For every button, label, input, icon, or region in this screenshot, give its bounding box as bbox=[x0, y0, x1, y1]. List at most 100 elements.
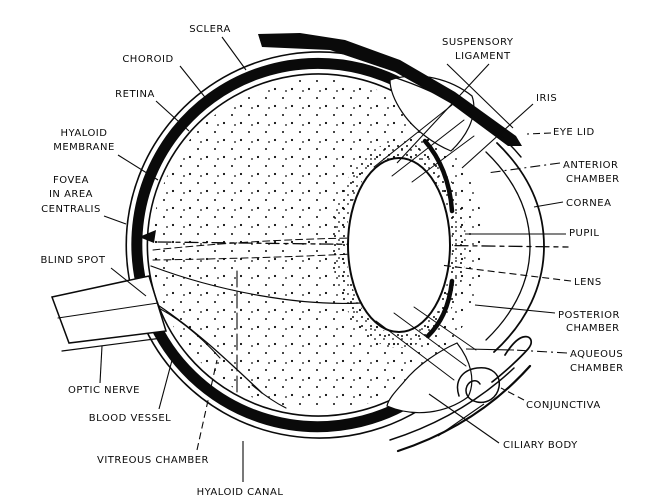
blood-vessel-path bbox=[149, 299, 263, 394]
callout-hyaloid-canal: HYALOID CANAL bbox=[197, 441, 284, 498]
label-suspensory-1: SUSPENSORY bbox=[442, 37, 514, 48]
callout-blind-spot: BLIND SPOT bbox=[40, 255, 147, 297]
label-sclera: SCLERA bbox=[189, 24, 231, 35]
label-anterior-chamber-2: CHAMBER bbox=[566, 174, 620, 185]
vitreous-chamber-leader bbox=[196, 359, 218, 451]
callout-blood-vessel: BLOOD VESSEL bbox=[89, 348, 176, 424]
cornea-leader bbox=[533, 201, 564, 208]
conjunctiva-leader bbox=[500, 387, 525, 401]
label-posterior-chamber-1: POSTERIOR bbox=[558, 310, 620, 321]
retina-leader bbox=[155, 100, 190, 132]
blood-vessel-leader bbox=[158, 348, 176, 410]
iris-lower-leaflet bbox=[425, 278, 455, 339]
sclera-leader bbox=[221, 36, 247, 71]
label-aqueous-chamber-2: CHAMBER bbox=[570, 363, 624, 374]
optic-nerve-underlay bbox=[52, 276, 166, 343]
optic-nerve-leader bbox=[99, 345, 103, 384]
optic-nerve-inner-line bbox=[57, 302, 159, 319]
callout-posterior-chamber: POSTERIOR CHAMBER bbox=[474, 304, 620, 334]
label-aqueous-chamber-1: AQUEOUS bbox=[570, 349, 623, 360]
iris-upper-leaflet bbox=[422, 138, 455, 214]
retina-outline bbox=[146, 73, 410, 417]
upper-eyelid bbox=[258, 33, 522, 146]
aqueous-chamber-pointer bbox=[465, 348, 515, 351]
blood-vessel-tip bbox=[251, 384, 287, 409]
ciliary-body-lower bbox=[386, 342, 473, 414]
callout-ciliary-body: CILIARY BODY bbox=[428, 393, 578, 451]
hyaloid-membrane-leader bbox=[117, 154, 159, 181]
aqueous-chamber-leader bbox=[513, 349, 568, 354]
callout-hyaloid-membrane: HYALOID MEMBRANE bbox=[53, 128, 159, 181]
ciliary-body-cross-line bbox=[437, 403, 485, 437]
label-fovea-1: FOVEA bbox=[53, 175, 89, 186]
label-eye-lid: EYE LID bbox=[553, 127, 595, 138]
blind-spot-leader bbox=[110, 267, 147, 297]
lower-eyelid-inner-line bbox=[389, 367, 515, 441]
suspensory-fiber-bottom-1 bbox=[375, 320, 455, 381]
callout-eye-lid: EYE LID bbox=[526, 127, 595, 138]
label-hyaloid-membrane-1: HYALOID bbox=[61, 128, 108, 139]
eye-lid-leader bbox=[526, 132, 552, 135]
label-fovea-3: CENTRALIS bbox=[41, 204, 101, 215]
label-cornea: CORNEA bbox=[566, 198, 611, 209]
lower-eyelid-hook bbox=[491, 335, 533, 383]
label-posterior-chamber-2: CHAMBER bbox=[566, 323, 620, 334]
ciliary-body-upper bbox=[389, 75, 475, 152]
upper-eyelid-inner-line bbox=[389, 75, 522, 158]
label-fovea-2: IN AREA bbox=[49, 189, 93, 200]
callout-retina: RETINA bbox=[115, 89, 190, 132]
callout-suspensory-ligament: SUSPENSORY LIGAMENT bbox=[396, 37, 514, 164]
label-hyaloid-membrane-2: MEMBRANE bbox=[53, 142, 115, 153]
label-blood-vessel: BLOOD VESSEL bbox=[89, 413, 171, 424]
callout-iris: IRIS bbox=[461, 93, 557, 169]
hyaloid-canal-lower-dash bbox=[152, 253, 353, 261]
callout-optic-nerve: OPTIC NERVE bbox=[68, 345, 140, 396]
label-ciliary-body: CILIARY BODY bbox=[503, 440, 578, 451]
suspensory-fiber-top-3 bbox=[411, 135, 475, 183]
label-choroid: CHOROID bbox=[122, 54, 173, 65]
choroid-leader bbox=[179, 65, 209, 102]
label-lens: LENS bbox=[574, 277, 602, 288]
sclera-outline bbox=[125, 51, 422, 439]
fovea-arrow bbox=[139, 230, 156, 243]
label-optic-nerve: OPTIC NERVE bbox=[68, 385, 140, 396]
suspensory-fiber-top-1 bbox=[373, 104, 453, 168]
suspensory-leader-b bbox=[396, 63, 490, 164]
optical-axis-line bbox=[157, 241, 569, 248]
choroid-band-upper bbox=[131, 57, 415, 289]
callout-pupil: PUPIL bbox=[465, 228, 599, 239]
anterior-chamber-leader bbox=[486, 162, 561, 174]
callout-conjunctiva: CONJUNCTIVA bbox=[500, 387, 601, 411]
lower-eyelid-outer-line bbox=[396, 364, 532, 453]
callout-cornea: CORNEA bbox=[533, 198, 611, 209]
iris-leader bbox=[461, 103, 534, 169]
suspensory-leader-a bbox=[446, 63, 514, 129]
label-vitreous-chamber: VITREOUS CHAMBER bbox=[97, 455, 209, 466]
cornea-inner-line bbox=[485, 151, 531, 341]
label-suspensory-2: LIGAMENT bbox=[455, 51, 511, 62]
label-pupil: PUPIL bbox=[569, 228, 599, 239]
cornea-outer-line bbox=[493, 142, 545, 353]
label-conjunctiva: CONJUNCTIVA bbox=[526, 400, 601, 411]
label-anterior-chamber-1: ANTERIOR bbox=[563, 160, 618, 171]
fovea-leader bbox=[103, 215, 127, 225]
suspensory-fiber-bottom-2 bbox=[393, 312, 467, 367]
lens-shape bbox=[347, 157, 451, 333]
label-iris: IRIS bbox=[536, 93, 557, 104]
conjunctiva-spiral bbox=[456, 367, 500, 404]
callout-vitreous-chamber: VITREOUS CHAMBER bbox=[97, 359, 218, 466]
suspensory-fiber-bottom-3 bbox=[413, 306, 477, 351]
choroid-band-lower bbox=[145, 310, 415, 433]
ciliary-lower-underlay bbox=[387, 343, 472, 413]
label-hyaloid-canal: HYALOID CANAL bbox=[197, 487, 284, 498]
label-retina: RETINA bbox=[115, 89, 155, 100]
optic-nerve-sheath-line bbox=[61, 337, 163, 352]
callout-lens: LENS bbox=[439, 264, 602, 288]
label-blind-spot: BLIND SPOT bbox=[40, 255, 105, 266]
callout-choroid: CHOROID bbox=[122, 54, 209, 102]
callout-sclera: SCLERA bbox=[189, 24, 247, 71]
callout-fovea: FOVEA IN AREA CENTRALIS bbox=[41, 175, 127, 225]
posterior-chamber-leader bbox=[474, 304, 556, 314]
